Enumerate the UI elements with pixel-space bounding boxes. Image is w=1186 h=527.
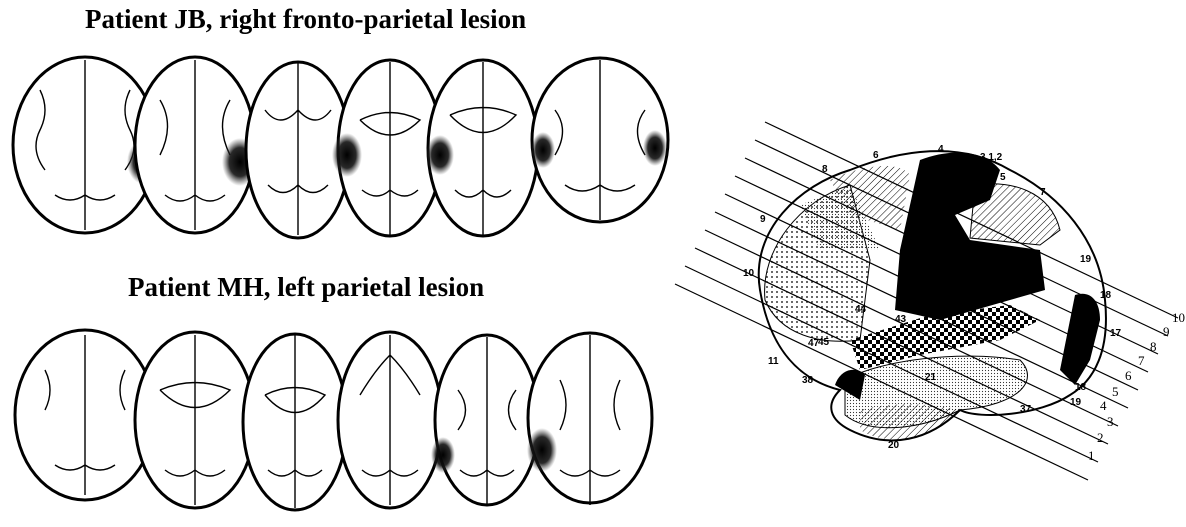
slice-number-5: 5 bbox=[1112, 384, 1119, 399]
area-label-11: 11 bbox=[768, 356, 779, 367]
mh-slice-4 bbox=[338, 332, 442, 508]
lesion-mark bbox=[643, 130, 667, 166]
area-label-4: 4 bbox=[938, 144, 944, 155]
slice-number-3: 3 bbox=[1107, 414, 1114, 429]
lesion-mark bbox=[531, 132, 555, 168]
area-label-37: 37 bbox=[1020, 404, 1032, 415]
area-label-18: 18 bbox=[1075, 382, 1087, 393]
jb-slice-6 bbox=[531, 58, 668, 222]
area-label-38: 38 bbox=[802, 375, 814, 386]
area-label-8: 8 bbox=[822, 164, 828, 175]
slice-number-1: 1 bbox=[1088, 448, 1095, 463]
slice-number-9: 9 bbox=[1163, 324, 1170, 339]
area-label-5: 5 bbox=[1000, 172, 1006, 183]
area-label-17: 17 bbox=[1110, 328, 1122, 339]
area-20-region bbox=[860, 404, 960, 439]
slice-number-7: 7 bbox=[1138, 353, 1145, 368]
area-label-43: 43 bbox=[895, 314, 907, 325]
area-label-19: 19 bbox=[1070, 397, 1082, 408]
mh-slice-3 bbox=[243, 334, 347, 510]
lesion-mark bbox=[527, 428, 557, 472]
area-label-20: 20 bbox=[888, 440, 900, 451]
mh-slice-series bbox=[15, 330, 652, 510]
lesion-mark bbox=[426, 135, 454, 175]
lateral-brain-diagram: 6 4 3,1,2 5 7 8 9 10 44 45 43 47 11 38 2… bbox=[675, 122, 1185, 480]
area-label-10: 10 bbox=[743, 268, 755, 279]
area-label-19-upper: 19 bbox=[1080, 254, 1092, 265]
lesion-mark bbox=[332, 133, 362, 177]
area-label-21: 21 bbox=[925, 372, 937, 383]
area-label-18-upper: 18 bbox=[1100, 290, 1112, 301]
area-label-6: 6 bbox=[873, 150, 879, 161]
lesion-mark bbox=[431, 437, 455, 473]
area-label-9: 9 bbox=[760, 214, 766, 225]
mh-slice-6 bbox=[527, 333, 652, 505]
slice-number-6: 6 bbox=[1125, 368, 1132, 383]
area-label-7: 7 bbox=[1040, 187, 1046, 198]
area-label-45: 45 bbox=[818, 337, 830, 348]
area-label-3-1-2: 3,1,2 bbox=[980, 152, 1003, 163]
slice-number-2: 2 bbox=[1097, 430, 1104, 445]
slice-number-4: 4 bbox=[1100, 398, 1107, 413]
slice-number-10: 10 bbox=[1172, 310, 1185, 325]
jb-slice-series bbox=[13, 57, 668, 238]
area-label-44: 44 bbox=[855, 304, 867, 315]
area-label-47: 47 bbox=[808, 338, 820, 349]
jb-slice-2 bbox=[135, 57, 258, 233]
mh-slice-5 bbox=[431, 335, 539, 505]
mh-slice-2 bbox=[135, 332, 255, 508]
jb-slice-4 bbox=[332, 60, 442, 236]
jb-slice-5 bbox=[426, 60, 538, 236]
slice-number-8: 8 bbox=[1150, 339, 1157, 354]
